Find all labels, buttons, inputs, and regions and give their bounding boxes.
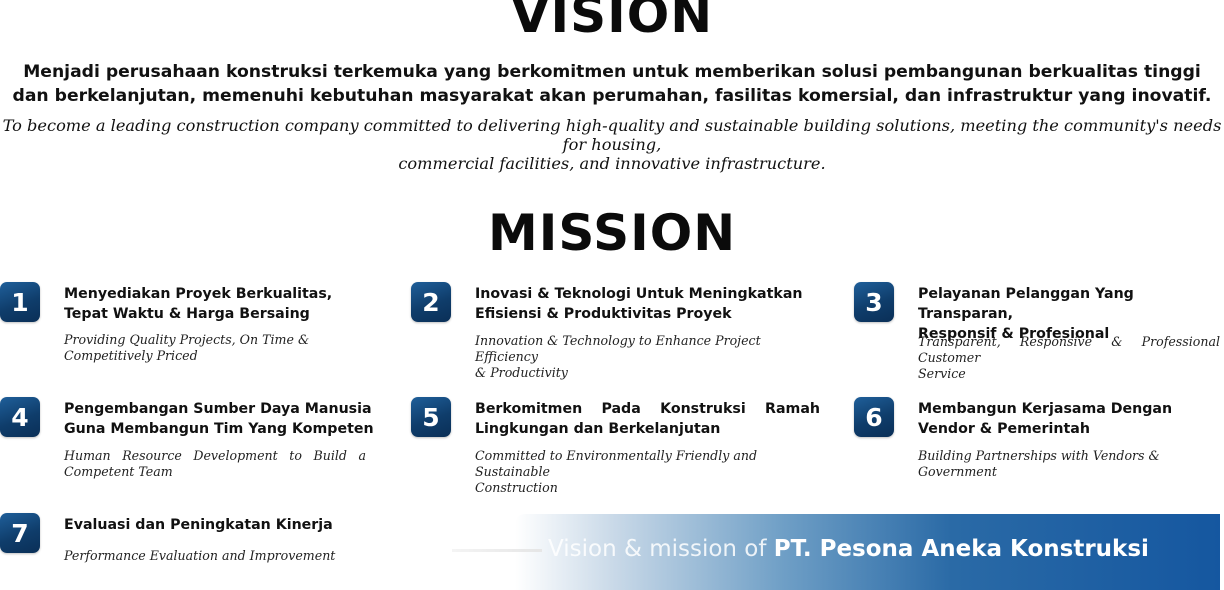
mission-subtitle-line-1: Building Partnerships with Vendors &	[918, 448, 1160, 463]
mission-subtitle: Providing Quality Projects, On Time & Co…	[64, 332, 364, 364]
mission-title-line-2: Lingkungan dan Berkelanjutan	[475, 421, 721, 437]
mission-number-badge: 2	[411, 282, 451, 322]
vision-id-line-2: dan berkelanjutan, memenuhi kebutuhan ma…	[12, 86, 1212, 106]
mission-subtitle: Transparent, Responsive & Professional C…	[918, 334, 1220, 382]
mission-subtitle-line-1: Human Resource Development to Build a	[64, 448, 366, 463]
mission-number-badge: 5	[411, 397, 451, 437]
mission-title-line-2: Tepat Waktu & Harga Bersaing	[64, 306, 310, 322]
mission-title-line-2: Efisiensi & Produktivitas Proyek	[475, 306, 732, 322]
mission-subtitle-line-2: Government	[918, 464, 997, 479]
banner-decorative-line	[452, 549, 542, 552]
mission-subtitle-line-2: Competent Team	[64, 464, 173, 479]
vision-statement-indonesian: Menjadi perusahaan konstruksi terkemuka …	[0, 60, 1224, 108]
mission-title-line-1: Inovasi & Teknologi Untuk Meningkatkan	[475, 286, 803, 302]
mission-subtitle: Building Partnerships with Vendors & Gov…	[918, 448, 1218, 480]
mission-title: Berkomitmen Pada Konstruksi Ramah Lingku…	[475, 399, 820, 439]
mission-title: Pelayanan Pelanggan Yang Transparan, Res…	[918, 284, 1224, 344]
mission-item-6: 6 Membangun Kerjasama Dengan Vendor & Pe…	[854, 397, 1224, 487]
mission-number-badge: 4	[0, 397, 40, 437]
company-banner	[515, 514, 1220, 590]
mission-item-1: 1 Menyediakan Proyek Berkualitas, Tepat …	[0, 282, 380, 372]
mission-subtitle-line-2: Service	[918, 366, 966, 381]
mission-item-5: 5 Berkomitmen Pada Konstruksi Ramah Ling…	[411, 397, 831, 495]
mission-item-2: 2 Inovasi & Teknologi Untuk Meningkatkan…	[411, 282, 831, 380]
mission-number-badge: 6	[854, 397, 894, 437]
mission-item-7: 7 Evaluasi dan Peningkatan Kinerja Perfo…	[0, 513, 380, 573]
vision-en-line-1: To become a leading construction company…	[2, 116, 1222, 154]
banner-company-name: PT. Pesona Aneka Konstruksi	[773, 536, 1149, 562]
mission-title-line-1: Evaluasi dan Peningkatan Kinerja	[64, 517, 333, 533]
mission-subtitle-line-2: Construction	[475, 480, 558, 495]
mission-title-line-1: Membangun Kerjasama Dengan	[918, 401, 1173, 417]
mission-title: Evaluasi dan Peningkatan Kinerja	[64, 515, 364, 535]
mission-title-line-2: Responsif & Profesional	[918, 326, 1110, 342]
mission-title-line-2: Vendor & Pemerintah	[918, 421, 1090, 437]
banner-caption-light: Vision & mission of	[548, 536, 774, 562]
mission-title: Menyediakan Proyek Berkualitas, Tepat Wa…	[64, 284, 364, 324]
mission-subtitle-line-1: Innovation & Technology to Enhance Proje…	[475, 333, 761, 364]
mission-subtitle-line-1: Providing Quality Projects, On Time &	[64, 332, 310, 347]
mission-subtitle-line-2: Competitively Priced	[64, 348, 198, 363]
mission-subtitle: Innovation & Technology to Enhance Proje…	[475, 333, 825, 381]
mission-subtitle: Performance Evaluation and Improvement	[64, 548, 364, 564]
mission-item-4: 4 Pengembangan Sumber Daya Manusia Guna …	[0, 397, 380, 487]
mission-subtitle-line-1: Transparent, Responsive & Professional C…	[918, 334, 1220, 365]
mission-title: Inovasi & Teknologi Untuk Meningkatkan E…	[475, 284, 825, 324]
mission-number-badge: 3	[854, 282, 894, 322]
mission-subtitle-line-1: Committed to Environmentally Friendly an…	[475, 448, 758, 479]
vision-heading: VISION	[510, 0, 714, 44]
mission-subtitle-line-2: & Productivity	[475, 365, 568, 380]
mission-number-badge: 7	[0, 513, 40, 553]
mission-subtitle-line-1: Performance Evaluation and Improvement	[64, 548, 336, 563]
vision-id-line-1: Menjadi perusahaan konstruksi terkemuka …	[23, 62, 1201, 82]
mission-title-line-1: Berkomitmen Pada Konstruksi Ramah	[475, 401, 820, 417]
vision-statement-english: To become a leading construction company…	[0, 116, 1224, 173]
vision-en-line-2: commercial facilities, and innovative in…	[398, 154, 826, 173]
mission-subtitle: Human Resource Development to Build a Co…	[64, 448, 366, 480]
banner-caption: Vision & mission of PT. Pesona Aneka Kon…	[548, 536, 1149, 562]
mission-number-badge: 1	[0, 282, 40, 322]
mission-title-line-2: Guna Membangun Tim Yang Kompeten	[64, 421, 374, 437]
mission-subtitle: Committed to Environmentally Friendly an…	[475, 448, 825, 496]
mission-title: Membangun Kerjasama Dengan Vendor & Peme…	[918, 399, 1218, 439]
mission-title-line-1: Menyediakan Proyek Berkualitas,	[64, 286, 333, 302]
mission-heading: MISSION	[487, 204, 737, 262]
mission-title-line-1: Pelayanan Pelanggan Yang Transparan,	[918, 286, 1134, 322]
mission-title: Pengembangan Sumber Daya Manusia Guna Me…	[64, 399, 374, 439]
mission-item-3: 3 Pelayanan Pelanggan Yang Transparan, R…	[854, 282, 1224, 381]
mission-title-line-1: Pengembangan Sumber Daya Manusia	[64, 401, 372, 417]
